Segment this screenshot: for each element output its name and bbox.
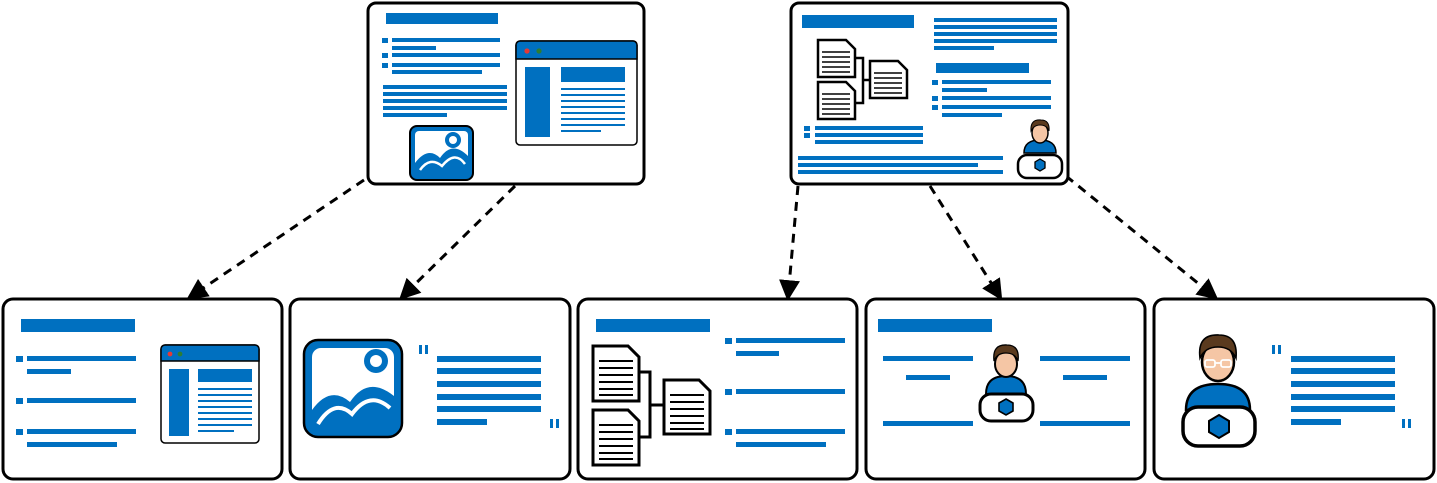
arrow-source1-to-target1 [186,178,365,300]
person-icon [1181,334,1257,448]
arrow-source1-to-target2 [399,184,517,300]
bullet-list [382,38,507,117]
slide-text-and-window [1,297,284,481]
document-hierarchy-icon [591,344,712,467]
slide-person-columns [864,297,1147,481]
connector-arrows [186,174,1219,302]
arrow-source2-to-target3 [779,185,800,302]
person-icon [1016,119,1064,180]
quote-marks [419,345,559,428]
browser-window-icon [160,344,260,444]
person-icon [978,344,1035,423]
source-slide-2 [789,1,1070,186]
document-hierarchy-icon [816,38,909,121]
image-icon [409,125,474,181]
slide-image-quote [288,297,572,481]
arrow-source2-to-target5 [1065,174,1219,300]
quote-marks [1272,345,1411,428]
arrow-source2-to-target4 [928,185,1003,301]
slide-title-bar [596,319,710,332]
slide-title-bar [386,13,498,24]
image-icon [302,338,404,439]
source-slide-1 [366,1,646,186]
slide-title-bar [21,319,135,332]
slide-title-bar [802,15,914,28]
slide-title-bar [878,319,992,332]
slide-person-quote [1152,297,1436,481]
slide-documents-list [576,297,859,481]
browser-window-icon [515,40,638,146]
